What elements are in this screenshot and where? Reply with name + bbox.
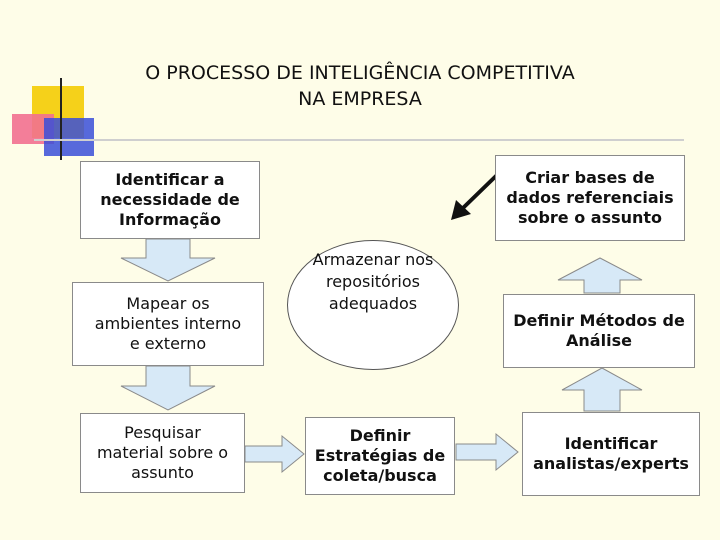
box-mapear-line-2: ambientes interno [94,314,242,333]
box-criar-bases: Criar bases de dados referenciais sobre … [495,155,685,241]
box-metodos-line-1: Definir Métodos de [513,311,685,330]
box-identificar-line-3: Informação [119,210,221,229]
box-mapear-line-3: e externo [129,334,207,353]
down-arrow-2 [120,365,216,411]
title-line-2: NA EMPRESA [298,88,422,110]
box-estrategias-line-2: Estratégias de [314,446,446,465]
box-criar-line-1: Criar bases de [525,168,655,187]
box-identificar-line-2: necessidade de [100,190,240,209]
diagonal-arrow-head [451,200,471,220]
up-arrow-1 [561,367,643,412]
right-arrow-2 [455,432,519,472]
ellipse-armazenar-line-1: Armazenar nos [312,250,434,269]
box-criar-line-3: sobre o assunto [517,208,663,227]
box-pesquisar-line-3: assunto [131,463,194,482]
box-definir-estrategias: Definir Estratégias de coleta/busca [305,417,455,495]
box-mapear-line-1: Mapear os [126,294,210,313]
box-pesquisar-line-2: material sobre o [96,443,229,462]
box-analistas-line-2: analistas/experts [533,454,689,473]
page-title: O PROCESSO DE INTELIGÊNCIA COMPETITIVA N… [80,60,640,112]
box-analistas-line-1: Identificar [564,434,658,453]
box-pesquisar-material: Pesquisar material sobre o assunto [80,413,245,493]
diagonal-arrow-shaft [461,173,499,210]
ellipse-armazenar-line-2: repositórios [325,272,420,291]
deco-vertical-line [60,78,62,160]
box-identificar-line-1: Identificar a [115,170,225,189]
box-metodos-line-2: Análise [566,331,632,350]
box-pesquisar-line-1: Pesquisar [124,423,201,442]
box-identificar-analistas: Identificar analistas/experts [522,412,700,496]
box-mapear-ambientes: Mapear os ambientes interno e externo [72,282,264,366]
box-definir-metodos: Definir Métodos de Análise [503,294,695,368]
deco-blue-square [44,118,94,156]
title-line-1: O PROCESSO DE INTELIGÊNCIA COMPETITIVA [145,62,575,84]
right-arrow-1 [244,434,305,474]
ellipse-armazenar: Armazenar nos repositórios adequados [287,240,459,370]
box-criar-line-2: dados referenciais [506,188,674,207]
down-arrow-1 [120,238,216,282]
box-estrategias-line-3: coleta/busca [323,466,437,485]
box-identificar-necessidade: Identificar a necessidade de Informação [80,161,260,239]
up-arrow-2 [557,257,643,294]
ellipse-armazenar-line-3: adequados [328,294,418,313]
box-estrategias-line-1: Definir [349,426,411,445]
deco-horizontal-line [34,139,684,141]
